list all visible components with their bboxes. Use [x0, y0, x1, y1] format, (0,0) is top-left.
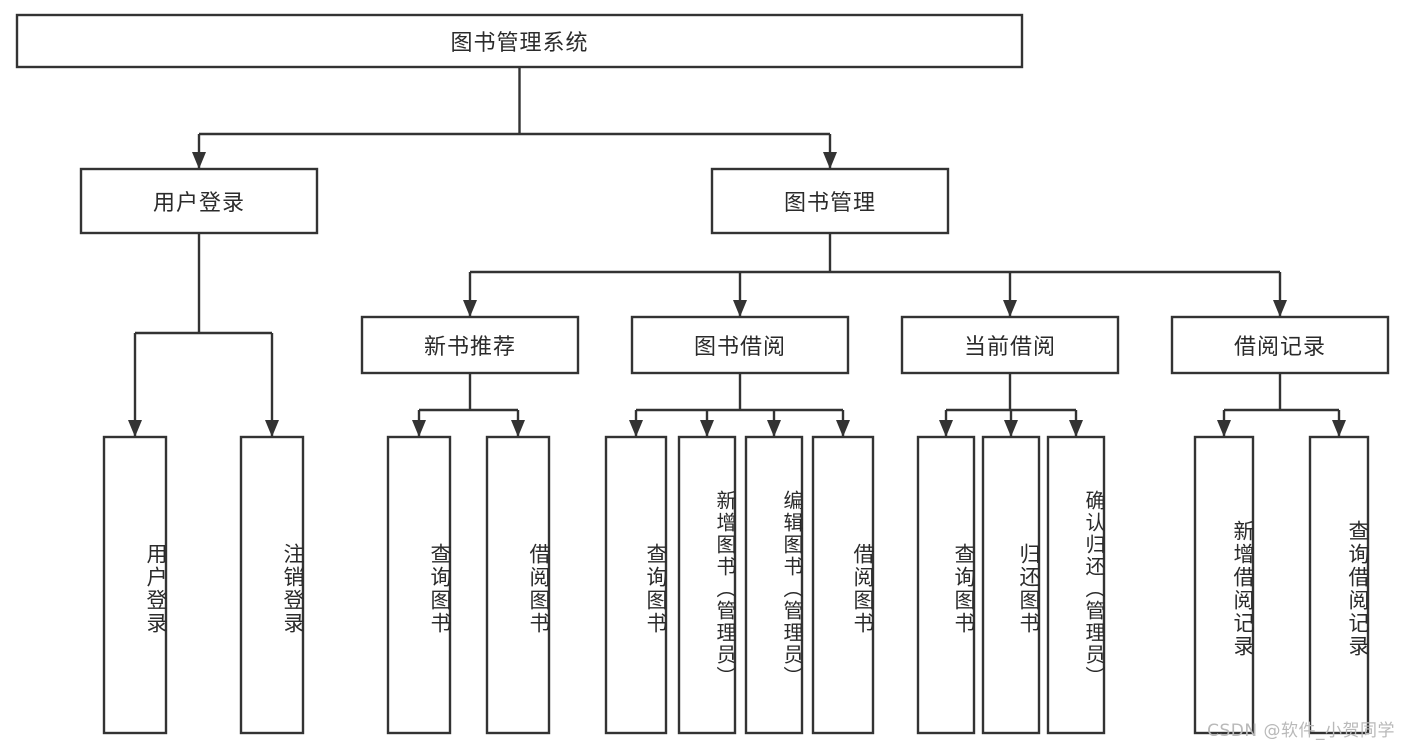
- arrow-head-icon: [823, 152, 837, 169]
- arrow-head-icon: [836, 420, 850, 437]
- arrow-head-icon: [767, 420, 781, 437]
- arrow-head-icon: [265, 420, 279, 437]
- node-box-leaf-query-book-3[interactable]: [916, 435, 976, 735]
- node-box-user-login[interactable]: [79, 167, 319, 235]
- arrow-head-icon: [629, 420, 643, 437]
- arrow-head-icon: [1004, 420, 1018, 437]
- node-box-new-book-rec[interactable]: [360, 315, 580, 375]
- arrow-head-icon: [733, 300, 747, 317]
- arrow-head-icon: [412, 420, 426, 437]
- arrow-head-icon: [463, 300, 477, 317]
- arrow-head-icon: [700, 420, 714, 437]
- node-box-root[interactable]: [15, 13, 1024, 69]
- node-box-leaf-query-book-1[interactable]: [386, 435, 452, 735]
- arrow-head-icon: [1273, 300, 1287, 317]
- node-box-book-borrow[interactable]: [630, 315, 850, 375]
- arrow-head-icon: [1217, 420, 1231, 437]
- node-box-leaf-add-book[interactable]: [677, 435, 737, 735]
- node-box-leaf-add-record[interactable]: [1193, 435, 1255, 735]
- arrow-head-icon: [1003, 300, 1017, 317]
- arrow-head-icon: [511, 420, 525, 437]
- node-box-leaf-query-book-2[interactable]: [604, 435, 668, 735]
- node-box-leaf-user-login[interactable]: [102, 435, 168, 735]
- connectors-layer: [128, 67, 1346, 437]
- arrow-head-icon: [1069, 420, 1083, 437]
- node-box-book-manage[interactable]: [710, 167, 950, 235]
- arrow-head-icon: [939, 420, 953, 437]
- node-box-leaf-edit-book[interactable]: [744, 435, 804, 735]
- node-box-leaf-borrow-book-1[interactable]: [485, 435, 551, 735]
- node-box-current-borrow[interactable]: [900, 315, 1120, 375]
- arrow-head-icon: [192, 152, 206, 169]
- node-box-leaf-borrow-book-2[interactable]: [811, 435, 875, 735]
- boxes-layer: [15, 13, 1390, 735]
- node-box-leaf-return-book[interactable]: [981, 435, 1041, 735]
- node-box-borrow-record[interactable]: [1170, 315, 1390, 375]
- arrow-head-icon: [1332, 420, 1346, 437]
- arrow-head-icon: [128, 420, 142, 437]
- node-box-leaf-logout[interactable]: [239, 435, 305, 735]
- node-box-leaf-confirm-return[interactable]: [1046, 435, 1106, 735]
- node-box-leaf-query-record[interactable]: [1308, 435, 1370, 735]
